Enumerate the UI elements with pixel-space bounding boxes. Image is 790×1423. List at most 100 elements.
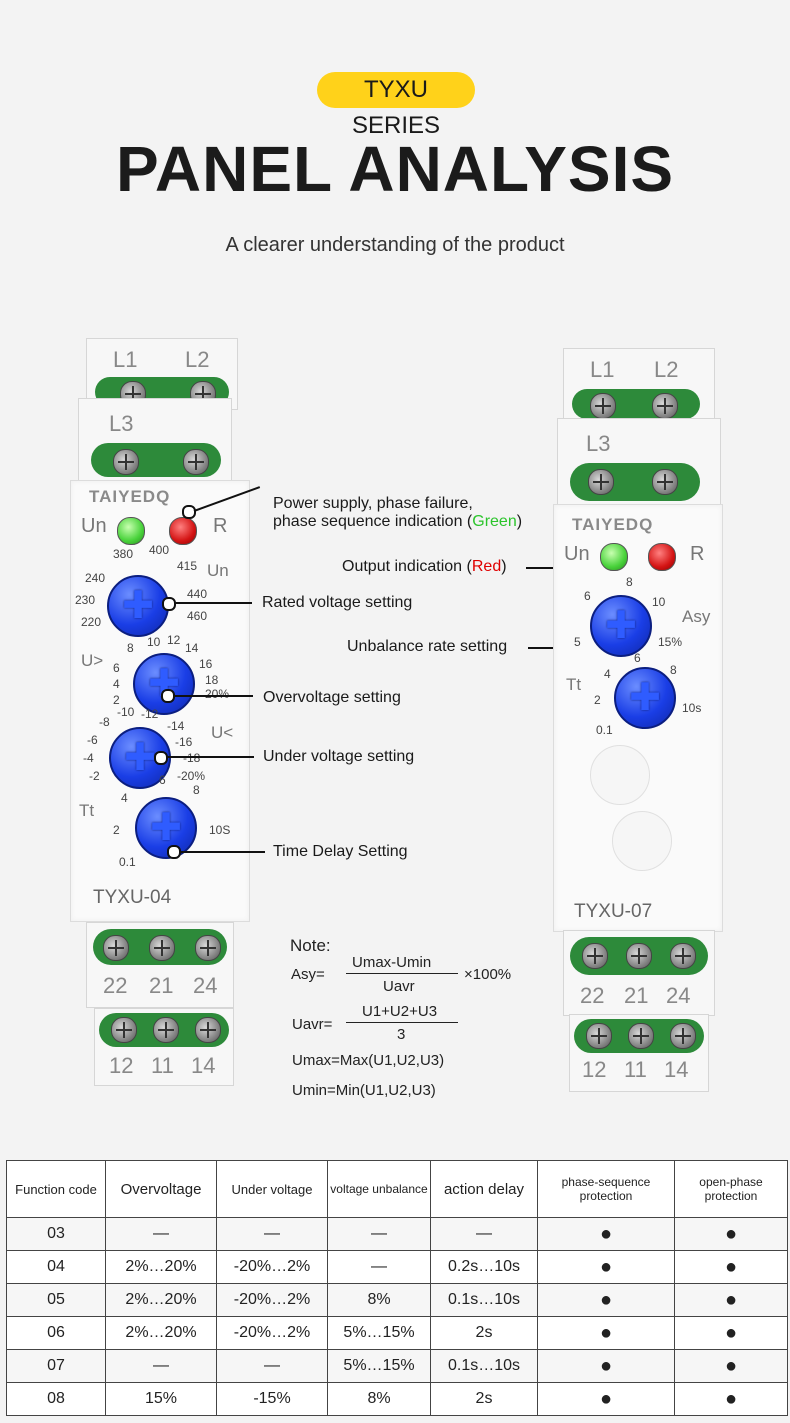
scale-label: 6 [113,661,120,675]
callout-power-prefix: phase sequence indication ( [273,513,473,530]
scale-label: 8 [127,641,134,655]
note-uavr-numerator: U1+U2+U3 [362,1003,438,1020]
knob-label-under: U< [211,723,234,742]
callout-line [181,851,265,853]
brand-logo: TAIYEDQ [89,487,171,506]
table-cell: — [105,1217,217,1251]
knob-label-tt: Tt [79,801,95,820]
table-header: action delay [430,1160,538,1218]
scale-label: 220 [81,615,102,629]
scale-label: 400 [149,543,170,557]
table-cell: — [430,1217,538,1251]
table-cell: 2s [430,1382,538,1416]
terminal-label: 11 [624,1057,647,1082]
table-cell: 05 [6,1283,106,1317]
table-cell: ● [674,1349,788,1383]
callout-green-word: Green [472,513,517,530]
table-cell: ● [537,1382,675,1416]
table-row: 04 2%…20% -20%…2% — 0.2s…10s ● ● [6,1250,788,1284]
table-cell: ● [537,1349,675,1383]
page-subtitle: A clearer understanding of the product [225,234,565,256]
scale-label: 230 [75,593,96,607]
scale-label: 2 [113,823,120,837]
right-top-terminal-lower: L3 [557,418,721,506]
callout-dot [162,597,176,611]
callout-power-supply-line1: Power supply, phase failure, [273,495,473,512]
scale-label: 15% [658,635,683,649]
terminal-label: 24 [193,973,218,998]
screw-icon [652,469,678,495]
note-asy-denominator: Uavr [383,978,415,995]
model-label: TYXU-04 [93,887,172,908]
table-cell: ● [674,1283,788,1317]
terminal-label: 24 [666,983,691,1008]
scale-label: 2 [594,693,601,707]
scale-label: 12 [167,633,181,647]
table-cell: -20%…2% [216,1316,328,1350]
table-cell: 5%…15% [327,1316,431,1350]
function-code-table: Function code Overvoltage Under voltage … [6,1160,788,1416]
note-umin: Umin=Min(U1,U2,U3) [292,1082,436,1099]
screw-icon [588,469,614,495]
table-row: 08 15% -15% 8% 2s ● ● [6,1382,788,1416]
table-cell: -20%…2% [216,1283,328,1317]
scale-label: 4 [604,667,611,681]
table-cell: ● [674,1316,788,1350]
scale-label: -16 [175,735,193,749]
overvoltage-knob[interactable] [133,653,195,715]
left-bottom-terminal-upper: 22 21 24 [86,922,234,1008]
table-cell: — [105,1349,217,1383]
terminal-label: 22 [103,973,128,998]
table-cell: -15% [216,1382,328,1416]
table-cell: -20%…2% [216,1250,328,1284]
screw-icon [586,1023,612,1049]
time-delay-knob[interactable] [135,797,197,859]
note-asy-numerator: Umax-Umin [352,954,432,971]
screw-icon [652,393,678,419]
callout-dot [154,751,168,765]
terminal-label-l2: L2 [654,357,679,382]
table-header: Function code [6,1160,106,1218]
scale-label: 10 [652,595,666,609]
terminal-label: 12 [109,1053,134,1078]
screw-icon [628,1023,654,1049]
rated-voltage-knob[interactable] [107,575,169,637]
unbalance-rate-knob[interactable] [590,595,652,657]
table-header: phase-sequence protection [537,1160,675,1218]
time-delay-knob[interactable] [614,667,676,729]
callout-red-word: Red [471,558,502,575]
knob-label-tt: Tt [566,675,582,694]
green-led-icon [600,543,628,571]
screw-icon [590,393,616,419]
scale-label: 5 [574,635,581,649]
callout-dot [182,505,196,519]
scale-label: -12 [141,707,159,721]
terminal-label: 22 [580,983,605,1008]
callout-output-indication: Output indication (Red) [342,558,507,576]
series-badge: TYXU SERIES [317,72,475,139]
table-cell: — [216,1217,328,1251]
callout-line [175,695,253,697]
table-row: 03 — — — — ● ● [6,1217,788,1251]
brand-logo: TAIYEDQ [572,515,654,534]
screw-icon [195,1017,221,1043]
table-cell: ● [674,1250,788,1284]
left-device: L1 L2 L3 TAIYEDQ Un R 380 400 415 Un 240… [70,338,250,1028]
table-cell: ● [537,1217,675,1251]
callout-output-prefix: Output indication ( [342,558,472,575]
scale-label: 0.1 [596,723,613,737]
scale-label: 380 [113,547,134,561]
table-row: 05 2%…20% -20%…2% 8% 0.1s…10s ● ● [6,1283,788,1317]
fraction-line [346,1022,458,1023]
scale-label: 4 [121,791,128,805]
scale-label: 10 [147,635,161,649]
left-top-terminal-lower: L3 [78,398,232,482]
scale-label: 6 [584,589,591,603]
table-cell: 0.2s…10s [430,1250,538,1284]
left-device-body: TAIYEDQ Un R 380 400 415 Un 240 440 230 … [70,480,250,922]
callout-line [176,602,252,604]
table-cell: 8% [327,1382,431,1416]
terminal-label-l2: L2 [185,347,210,372]
terminal-label: 14 [191,1053,216,1078]
table-cell: — [327,1250,431,1284]
